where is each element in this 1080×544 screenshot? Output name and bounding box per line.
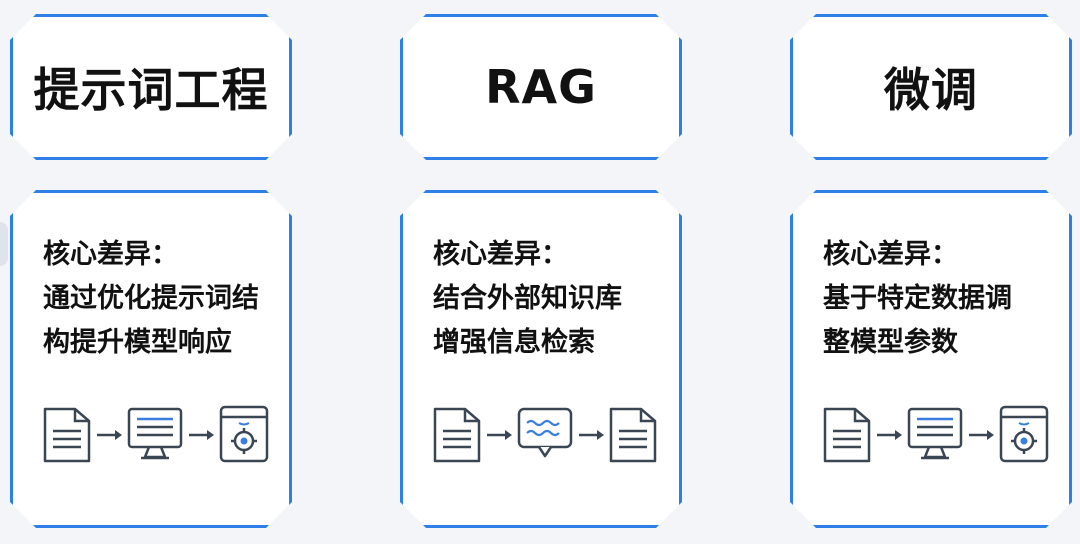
desc-line: 基于特定数据调 [823,283,1012,314]
process-flow [43,405,271,465]
title-card-rag: RAG [400,14,682,160]
desc-line: 构提升模型响应 [43,327,232,358]
desc-line: 整模型参数 [823,327,958,358]
desc-card-prompt-engineering: 核心差异： 通过优化提示词结 构提升模型响应 [10,190,292,528]
gear-panel-icon [1001,407,1047,461]
document-icon [611,409,655,461]
arrow-right-icon [877,430,902,440]
arrow-right-icon [97,430,122,440]
desc-card-rag: 核心差异： 结合外部知识库 增强信息检索 [400,190,682,528]
document-icon [435,409,479,461]
card-title: 提示词工程 [33,63,269,117]
title-card-prompt-engineering: 提示词工程 [10,14,292,160]
monitor-icon [129,409,181,458]
left-edge-handle [0,222,8,266]
card-description: 核心差异： 基于特定数据调 整模型参数 [823,233,1049,365]
desc-heading: 核心差异： [823,239,958,270]
process-flow [823,405,1051,465]
card-description: 核心差异： 结合外部知识库 增强信息检索 [433,233,659,365]
desc-line: 结合外部知识库 [433,283,622,314]
arrow-right-icon [579,430,604,440]
card-description: 核心差异： 通过优化提示词结 构提升模型响应 [43,233,269,365]
document-icon [45,409,89,461]
title-card-fine-tuning: 微调 [790,14,1072,160]
card-title: 微调 [884,63,978,117]
arrow-right-icon [487,430,512,440]
card-title: RAG [485,60,597,114]
arrow-right-icon [969,430,994,440]
desc-heading: 核心差异： [43,239,178,270]
chat-bubble-icon [519,409,571,456]
process-flow [433,405,661,465]
arrow-right-icon [189,430,214,440]
gear-panel-icon [221,407,267,461]
desc-line: 增强信息检索 [433,327,595,358]
desc-heading: 核心差异： [433,239,568,270]
desc-line: 通过优化提示词结 [43,283,259,314]
monitor-icon [909,409,961,458]
document-icon [825,409,869,461]
desc-card-fine-tuning: 核心差异： 基于特定数据调 整模型参数 [790,190,1072,528]
